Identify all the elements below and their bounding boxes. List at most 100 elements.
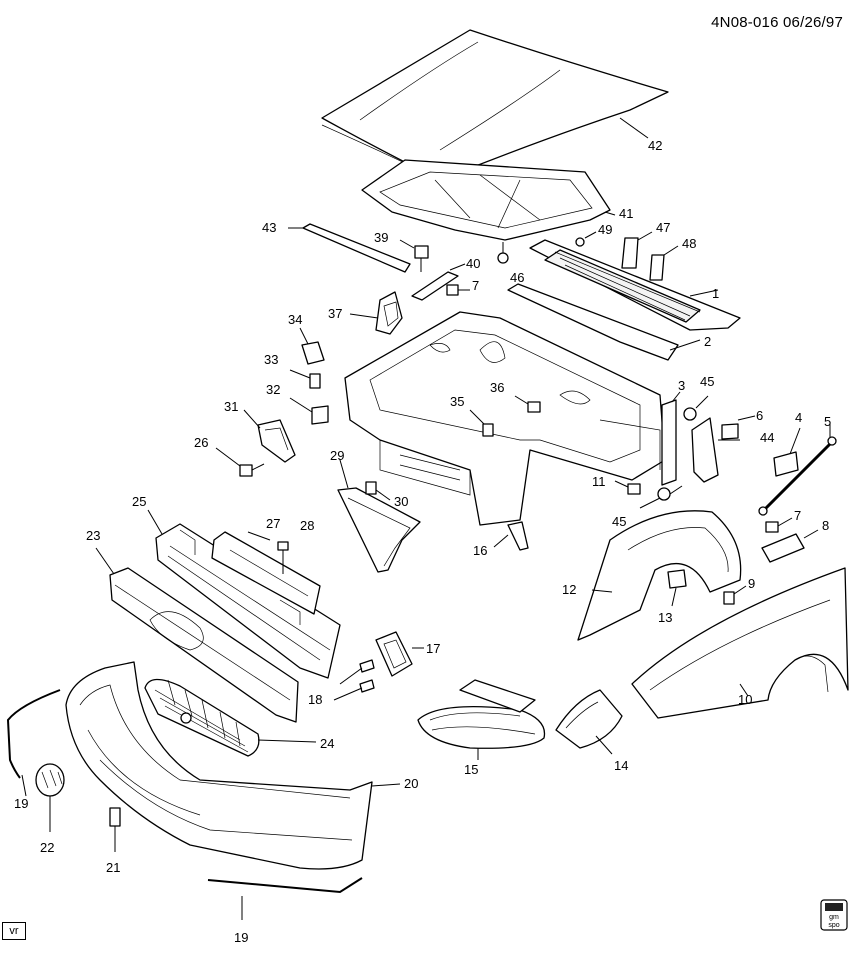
callout-32: 32 <box>266 382 280 397</box>
callout-33: 33 <box>264 352 278 367</box>
release-cable-clip <box>289 397 329 425</box>
wheelhouse-liner <box>577 510 742 641</box>
fender-brace <box>691 417 740 483</box>
cowl-vent-grille <box>529 239 741 331</box>
hood-weatherstrip <box>288 223 411 273</box>
callout-48: 48 <box>682 236 696 251</box>
front-grille <box>144 678 317 757</box>
callout-18: 18 <box>308 692 322 707</box>
callout-39: 39 <box>374 230 388 245</box>
lamp-retainer <box>375 631 424 677</box>
callout-14: 14 <box>614 758 628 773</box>
callout-8: 8 <box>822 518 829 533</box>
filler-panel <box>211 531 321 615</box>
support-clip <box>365 481 391 501</box>
callout-34: 34 <box>288 312 302 327</box>
fascia-molding-side <box>6 689 61 797</box>
hood-panel <box>321 29 669 181</box>
inner-side-panel <box>661 391 681 486</box>
view-tag: vr <box>2 922 26 940</box>
brace-clip <box>721 415 756 440</box>
callout-35: 35 <box>450 394 464 409</box>
headlamp-assembly <box>417 679 546 760</box>
fascia-molding-lower <box>207 877 363 920</box>
logo-line-1: gm <box>829 914 839 921</box>
callout-40: 40 <box>466 256 480 271</box>
callout-28: 28 <box>300 518 314 533</box>
callout-2: 2 <box>704 334 711 349</box>
callout-27: 27 <box>266 516 280 531</box>
apron-bolt <box>614 480 641 495</box>
side-marker-lamp <box>555 689 623 755</box>
fender-bracket <box>761 529 819 563</box>
callout-17: 17 <box>426 641 440 656</box>
callout-29: 29 <box>330 448 344 463</box>
frame-nut <box>514 395 541 413</box>
energy-absorber <box>95 547 299 723</box>
cowl-panel-seal <box>507 283 701 361</box>
hood-strut <box>758 422 837 516</box>
callout-3: 3 <box>678 378 685 393</box>
hood-bumper-bolt <box>399 239 429 272</box>
drawing-date: 06/26/97 <box>783 14 843 31</box>
fender-bolt-upper <box>683 395 709 421</box>
callout-16: 16 <box>473 543 487 558</box>
callout-41: 41 <box>619 206 633 221</box>
fender-screw <box>723 585 747 605</box>
gm-spo-logo: gm spo <box>820 899 848 931</box>
hood-latch <box>243 409 296 463</box>
callout-11: 11 <box>592 474 606 489</box>
cowl-screw <box>575 231 597 247</box>
callout-25: 25 <box>132 494 146 509</box>
callout-15: 15 <box>464 762 478 777</box>
callout-1: 1 <box>712 286 719 301</box>
callout-45-upper: 45 <box>700 374 714 389</box>
access-cover <box>349 291 403 335</box>
callout-30: 30 <box>394 494 408 509</box>
callout-42: 42 <box>648 138 662 153</box>
filler-fastener <box>277 541 289 574</box>
callout-24: 24 <box>320 736 334 751</box>
callout-9: 9 <box>748 576 755 591</box>
small-bracket <box>493 521 529 551</box>
cowl-clip-a <box>621 231 653 269</box>
liner-clip <box>667 569 687 607</box>
fascia-clip <box>109 807 121 852</box>
hood-nut <box>497 242 509 264</box>
callout-6: 6 <box>756 408 763 423</box>
hood-latch-support <box>337 459 421 573</box>
drawing-header: 4N08-016 06/26/97 <box>711 14 843 31</box>
callout-49: 49 <box>598 222 612 237</box>
screw-upper <box>446 284 470 296</box>
callout-47: 47 <box>656 220 670 235</box>
callout-46: 46 <box>510 270 524 285</box>
front-fender <box>631 567 849 719</box>
callout-5: 5 <box>824 414 831 429</box>
drawing-id: 4N08-016 <box>711 14 779 31</box>
latch-bracket <box>299 327 325 365</box>
callout-37: 37 <box>328 306 342 321</box>
hood-inner-panel <box>361 159 616 241</box>
callout-7-upper: 7 <box>472 278 479 293</box>
lamp-screws <box>333 659 375 701</box>
logo-line-2: spo <box>828 922 839 929</box>
callout-10: 10 <box>738 692 752 707</box>
callout-43: 43 <box>262 220 276 235</box>
callout-31: 31 <box>224 399 238 414</box>
callout-19-side: 19 <box>14 796 28 811</box>
latch-bolt <box>215 447 265 477</box>
callout-45-lower: 45 <box>612 514 626 529</box>
bumper-fascia <box>65 661 401 870</box>
callout-13: 13 <box>658 610 672 625</box>
callout-26: 26 <box>194 435 208 450</box>
bumper-reinforcement <box>147 509 341 679</box>
hood-hinge-bracket <box>411 263 466 301</box>
screw-lower <box>765 517 793 533</box>
callout-7-lower: 7 <box>794 508 801 523</box>
callout-44: 44 <box>760 430 774 445</box>
callout-23: 23 <box>86 528 100 543</box>
bumper-pad <box>773 427 801 477</box>
callout-4: 4 <box>795 410 802 425</box>
latch-screw <box>289 369 321 389</box>
